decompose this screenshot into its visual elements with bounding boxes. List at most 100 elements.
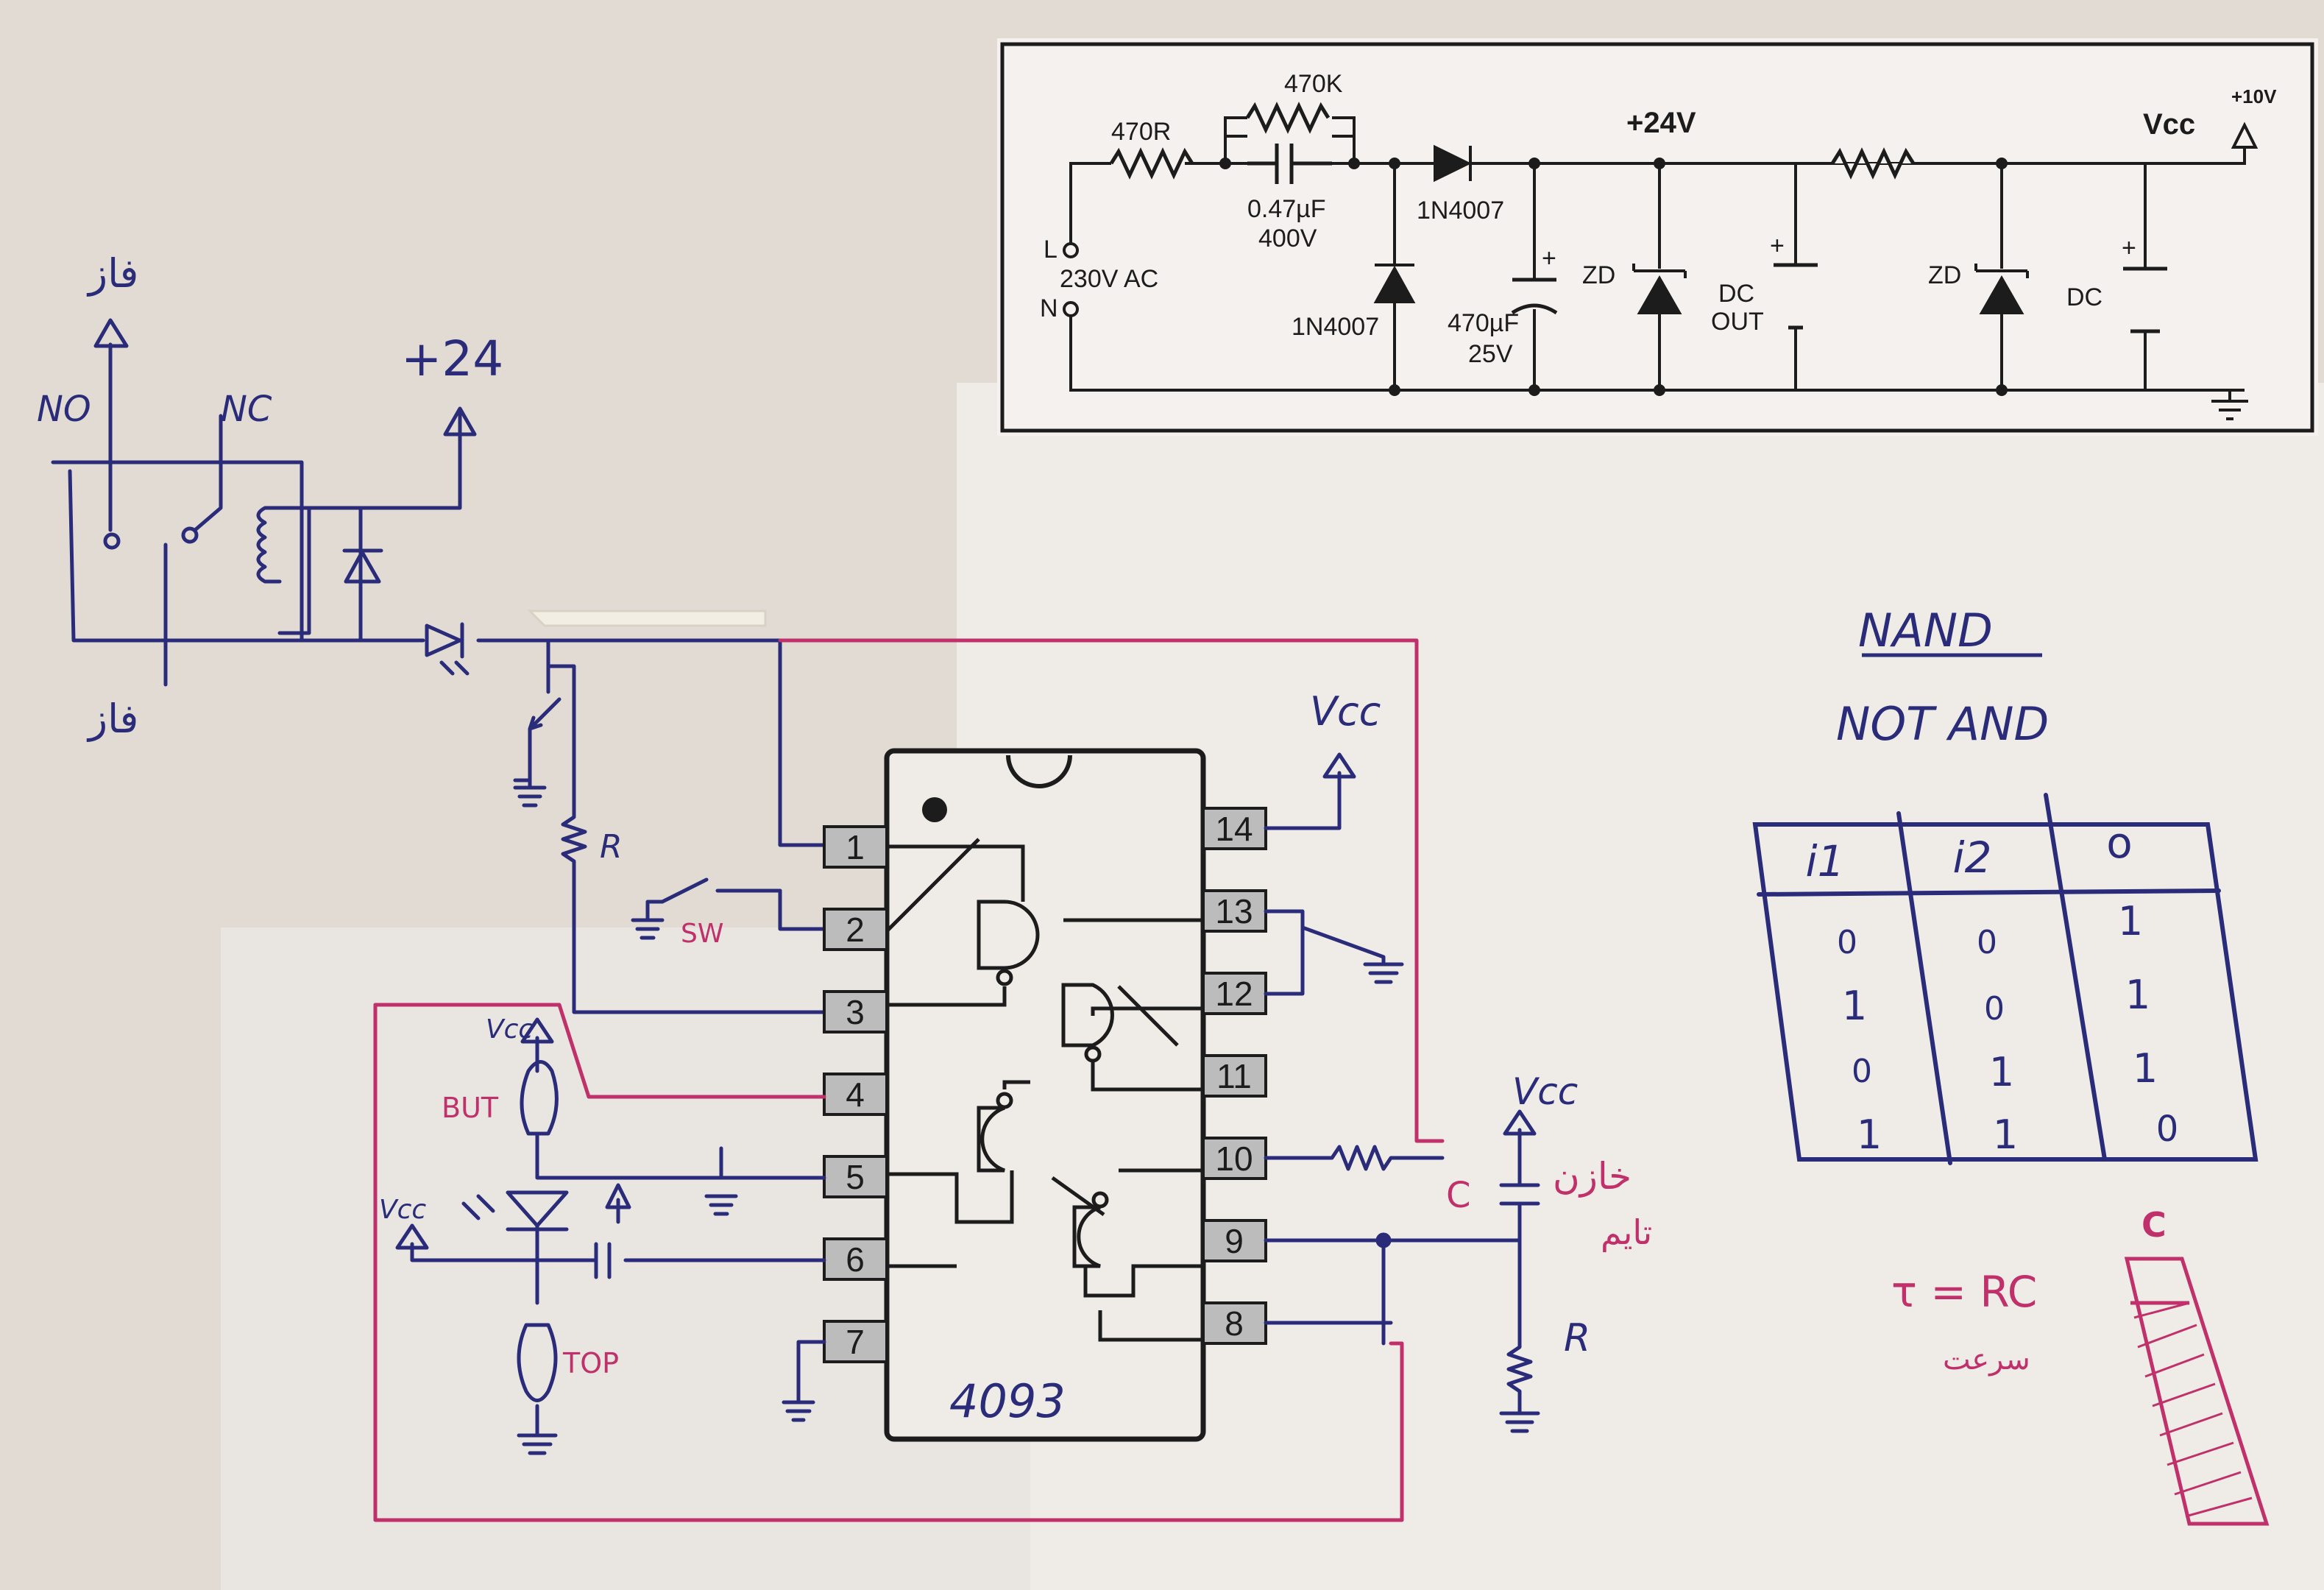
label-vcc-cap: Vcc	[1512, 1070, 1578, 1113]
resistor-470r	[1109, 147, 1194, 180]
pin6-small-cap	[605, 1183, 631, 1224]
ic-external-wiring	[395, 752, 1540, 1455]
ic-part-number: 4093	[949, 1374, 1066, 1428]
pin13-12-ground	[1264, 909, 1404, 996]
pin10-resistor	[1264, 1145, 1445, 1171]
label-dc-out-1: DC	[1718, 280, 1754, 308]
label-vcc-led: Vcc	[379, 1195, 426, 1225]
pin-box-3	[823, 990, 888, 1034]
magenta-top-loop	[778, 638, 1445, 1143]
switch-sw	[631, 877, 782, 940]
label-ac-n: N	[1040, 294, 1058, 322]
truth-table-col2	[2044, 793, 2107, 1162]
label-plus24: +24	[401, 331, 503, 387]
pin-box-12	[1202, 972, 1267, 1015]
tt-r1-c1: 0	[1837, 924, 1857, 961]
label-plus-dcout: +	[1770, 232, 1785, 260]
ic-left-pins	[823, 825, 888, 1363]
ic-internal-wiring	[885, 838, 1203, 1342]
ic-body	[884, 748, 1206, 1442]
pin-box-10	[1202, 1137, 1267, 1180]
label-1n4007-shunt: 1N4007	[1292, 313, 1379, 341]
pin-box-11	[1202, 1054, 1267, 1098]
pin1-wire	[778, 638, 826, 847]
label-nand: NAND	[1858, 604, 1993, 657]
label-400v: 400V	[1258, 225, 1317, 252]
label-top: TOP	[562, 1347, 619, 1379]
diode-series	[1434, 144, 1472, 183]
ic-notch	[1006, 755, 1072, 788]
pin9-rc-wire	[1264, 1238, 1522, 1346]
node-pin9	[1375, 1232, 1392, 1248]
output-cap	[2123, 266, 2167, 333]
cap-charge-outline	[2124, 1257, 2270, 1526]
label-230v-ac: 230V AC	[1060, 265, 1158, 293]
pin-label-9: 9	[1225, 1222, 1244, 1260]
pin-label-13: 13	[1215, 892, 1253, 930]
tape-mark	[527, 610, 767, 627]
gate-2	[1061, 983, 1114, 1047]
power-supply-diagram	[997, 38, 2318, 436]
gate-3	[977, 1106, 1005, 1173]
terminal-l	[1063, 242, 1079, 258]
resistor-470k	[1245, 102, 1331, 134]
capacitor-470uf	[1511, 278, 1558, 315]
label-capacitor-word: خازن	[1553, 1155, 1632, 1198]
ps-ground-icon	[2211, 390, 2248, 420]
power-supply-labels: 470R 470K 0.47µF 400V 1N4007 1N4007 470µ…	[1040, 70, 2277, 368]
tt-r2-c2: 0	[1984, 990, 2005, 1028]
label-plus24v: +24V	[1626, 107, 1696, 139]
label-relay-no: NO	[37, 389, 91, 430]
truth-table	[1752, 793, 2259, 1165]
tt-r2-c1: 1	[1842, 983, 1867, 1029]
resistor-2	[1830, 147, 1916, 180]
tt-r2-c3: 1	[2125, 972, 2150, 1018]
truth-table-col1	[1896, 811, 1952, 1165]
ps-vcc-arrow	[2231, 121, 2259, 149]
pin7-ground	[782, 1340, 826, 1422]
ps-n-wire	[1069, 316, 2245, 392]
tt-r3-c2: 1	[1989, 1049, 2014, 1095]
label-phase-top: فاز	[86, 250, 138, 297]
transistor-ground	[513, 763, 547, 808]
nc-contact	[193, 414, 223, 532]
label-vcc-top: Vcc	[1310, 688, 1381, 735]
pin-label-5: 5	[846, 1158, 865, 1196]
diode-shunt	[1373, 264, 1416, 303]
dc-out-cap	[1774, 263, 1818, 330]
label-plus-out: +	[2122, 234, 2136, 262]
label-ac-l: L	[1044, 236, 1058, 264]
label-resistor-r2: R	[1564, 1316, 1590, 1360]
pin-box-14	[1202, 807, 1267, 850]
pin-label-6: 6	[846, 1240, 865, 1279]
label-047uf: 0.47µF	[1247, 195, 1326, 223]
pin5-wire	[535, 1131, 826, 1216]
label-25v: 25V	[1468, 340, 1513, 368]
pin-label-10: 10	[1215, 1140, 1253, 1178]
tt-header-o: o	[2106, 818, 2133, 868]
magenta-wiring	[373, 638, 1445, 1522]
magenta-left-loop	[373, 1003, 826, 1099]
label-battery-c: C	[2141, 1205, 2167, 1245]
pin-label-11: 11	[1216, 1057, 1252, 1095]
relay-diode	[342, 548, 383, 584]
pin-label-7: 7	[846, 1323, 865, 1361]
tt-r3-c3: 1	[2133, 1045, 2158, 1092]
tt-header-i2: i2	[1952, 833, 1991, 883]
cap-charge-hatch	[2133, 1301, 2253, 1518]
pin-box-1	[823, 825, 888, 869]
pin-label-14: 14	[1215, 810, 1253, 848]
handwritten-labels: فاز فاز NO NC +24 R SW Vcc Vcc Vcc Vcc B…	[37, 250, 2167, 1379]
label-zd-1: ZD	[1582, 261, 1615, 289]
led-symbol	[425, 622, 470, 676]
pin-label-8: 8	[1225, 1304, 1244, 1343]
but-button	[520, 1017, 559, 1136]
pin2-wire	[778, 888, 826, 931]
label-phase-bottom: فاز	[86, 696, 138, 742]
pin-box-5	[823, 1155, 888, 1198]
label-speed-word: سرعت	[1943, 1343, 2030, 1377]
tt-r1-c3: 1	[2118, 898, 2143, 944]
phase-arrow-wire	[93, 318, 129, 532]
gate-1	[977, 900, 1040, 970]
